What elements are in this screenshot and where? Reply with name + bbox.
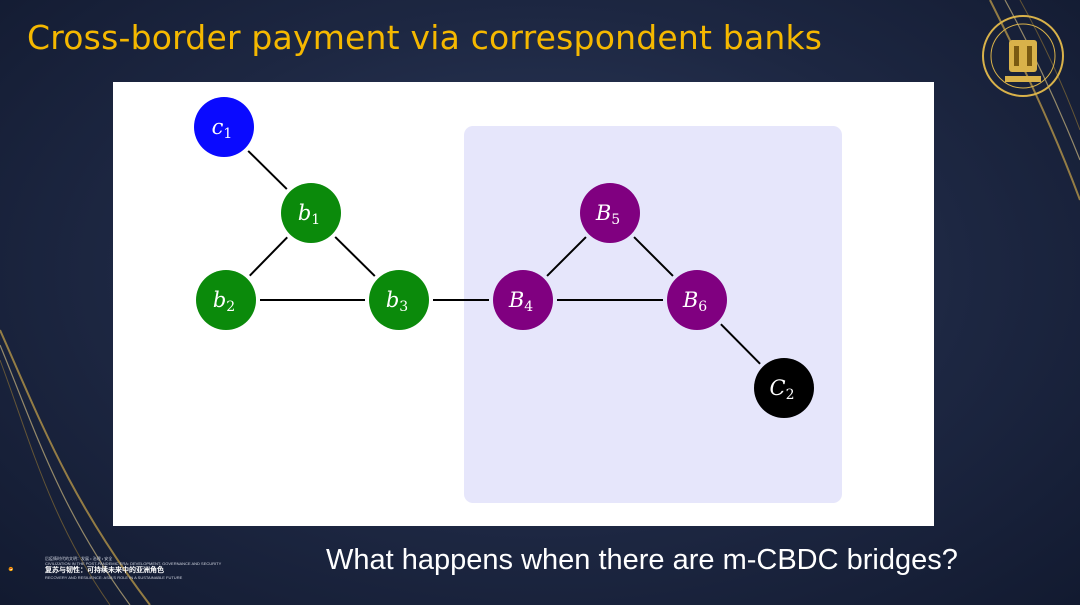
node-c1: c1: [194, 97, 254, 157]
edge-b1-b3: [334, 236, 376, 277]
node-label-b3: b3: [386, 288, 408, 315]
node-circle-c1: [194, 97, 254, 157]
conference-logo: [8, 566, 13, 572]
edge-B5-B6: [633, 236, 674, 277]
edge-c1-b1: [247, 150, 288, 190]
node-C2: C2: [754, 358, 814, 418]
node-label-B5: B5: [595, 201, 620, 228]
node-circle-B6: [667, 270, 727, 330]
node-B5: B5: [580, 183, 640, 243]
slide-title: Cross-border payment via correspondent b…: [27, 18, 823, 57]
footer-line-1: 后疫情时代的文明：发展 • 治理 • 安全: [45, 556, 113, 561]
node-circle-B4: [493, 270, 553, 330]
node-b1: b1: [281, 183, 341, 243]
university-seal-logo: [982, 15, 1064, 97]
node-label-b1: b1: [298, 201, 320, 228]
footer-line-4: RECOVERY AND RESILIENCE: ASIA'S ROLE IN …: [45, 575, 183, 580]
foreign-jurisdiction-region: [464, 126, 842, 503]
edge-B6-C2: [720, 323, 761, 365]
edge-b1-b2: [249, 236, 288, 277]
node-circle-b1: [281, 183, 341, 243]
node-b2: b2: [196, 270, 256, 330]
node-label-B6: B6: [682, 288, 707, 315]
node-B4: B4: [493, 270, 553, 330]
node-label-B4: B4: [508, 288, 533, 315]
conference-footer-text: 后疫情时代的文明：发展 • 治理 • 安全 CIVILIZATION IN TH…: [45, 556, 221, 580]
node-label-b2: b2: [213, 288, 235, 315]
node-B6: B6: [667, 270, 727, 330]
node-label-C2: C2: [770, 376, 795, 403]
node-b3: b3: [369, 270, 429, 330]
footer-line-2: CIVILIZATION IN THE POST-PANDEMIC ERA: D…: [45, 561, 222, 566]
node-circle-b3: [369, 270, 429, 330]
edge-B4-B5: [546, 236, 587, 277]
node-circle-b2: [196, 270, 256, 330]
node-circle-B5: [580, 183, 640, 243]
node-label-c1: c1: [212, 115, 233, 142]
node-circle-C2: [754, 358, 814, 418]
footer-line-3: 复苏与韧性：可持续未来中的亚洲角色: [45, 567, 164, 574]
question-text: What happens when there are m-CBDC bridg…: [326, 544, 958, 576]
